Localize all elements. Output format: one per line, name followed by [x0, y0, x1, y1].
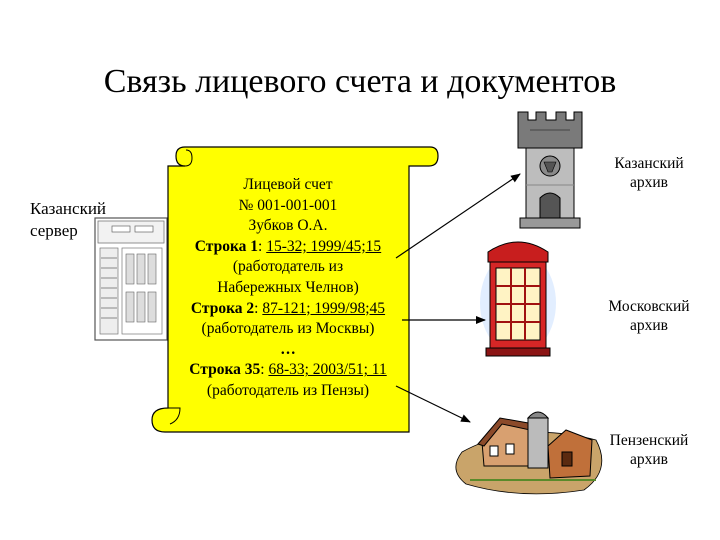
row-label: Строка 2: [190, 299, 255, 317]
row-note-line: (работодатель из Москвы): [201, 320, 375, 338]
arrow-to-penza-archive: [395, 385, 471, 423]
row-value: 15-32; 1999/45;15: [266, 237, 382, 255]
account-row-2: Строка 2: 87-121; 1999/98;45: [190, 299, 386, 317]
archive-line1: Казанский: [614, 155, 684, 172]
rows-ellipsis: …: [280, 340, 296, 358]
archive-line2: архив: [630, 174, 668, 191]
row-note-line: (работодатель из: [232, 258, 344, 276]
row-label: Строка 1: [194, 237, 259, 255]
account-number: № 001-001-001: [238, 196, 338, 214]
server-label-line2: сервер: [30, 221, 78, 240]
account-holder: Зубков О.А.: [248, 217, 328, 235]
archive-line2: архив: [630, 317, 668, 334]
server-label: Казанский сервер: [30, 198, 140, 242]
slide-title: Связь лицевого счета и документов: [103, 63, 617, 100]
arrow-to-kazan-archive: [395, 173, 521, 259]
account-row-1: Строка 1: 15-32; 1999/45;15: [194, 237, 382, 255]
moscow-archive-label: Московский архив: [594, 297, 704, 335]
row-value: 87-121; 1999/98;45: [262, 299, 386, 317]
archive-line2: архив: [630, 451, 668, 468]
account-heading: Лицевой счет: [243, 176, 333, 193]
kazan-archive-label: Казанский архив: [594, 154, 704, 192]
row-value: 68-33; 2003/51; 11: [268, 361, 387, 379]
account-card: Лицевой счет № 001-001-001 Зубков О.А. С…: [168, 175, 408, 402]
server-icon: [94, 217, 168, 341]
row-note-line: (работодатель из Пензы): [206, 381, 370, 399]
row-label: Строка 35: [189, 361, 261, 379]
archive-line1: Московский: [608, 298, 690, 315]
server-label-line1: Казанский: [30, 199, 107, 218]
farm-house-icon: [455, 411, 603, 495]
account-row-35: Строка 35: 68-33; 2003/51; 11: [189, 361, 387, 379]
scroll-shape: [151, 146, 439, 433]
archive-line1: Пензенский: [609, 432, 689, 449]
phone-booth-icon: [480, 241, 556, 357]
row-note-line: Набережных Челнов): [217, 278, 359, 296]
castle-tower-icon: [517, 111, 583, 229]
penza-archive-label: Пензенский архив: [594, 431, 704, 469]
